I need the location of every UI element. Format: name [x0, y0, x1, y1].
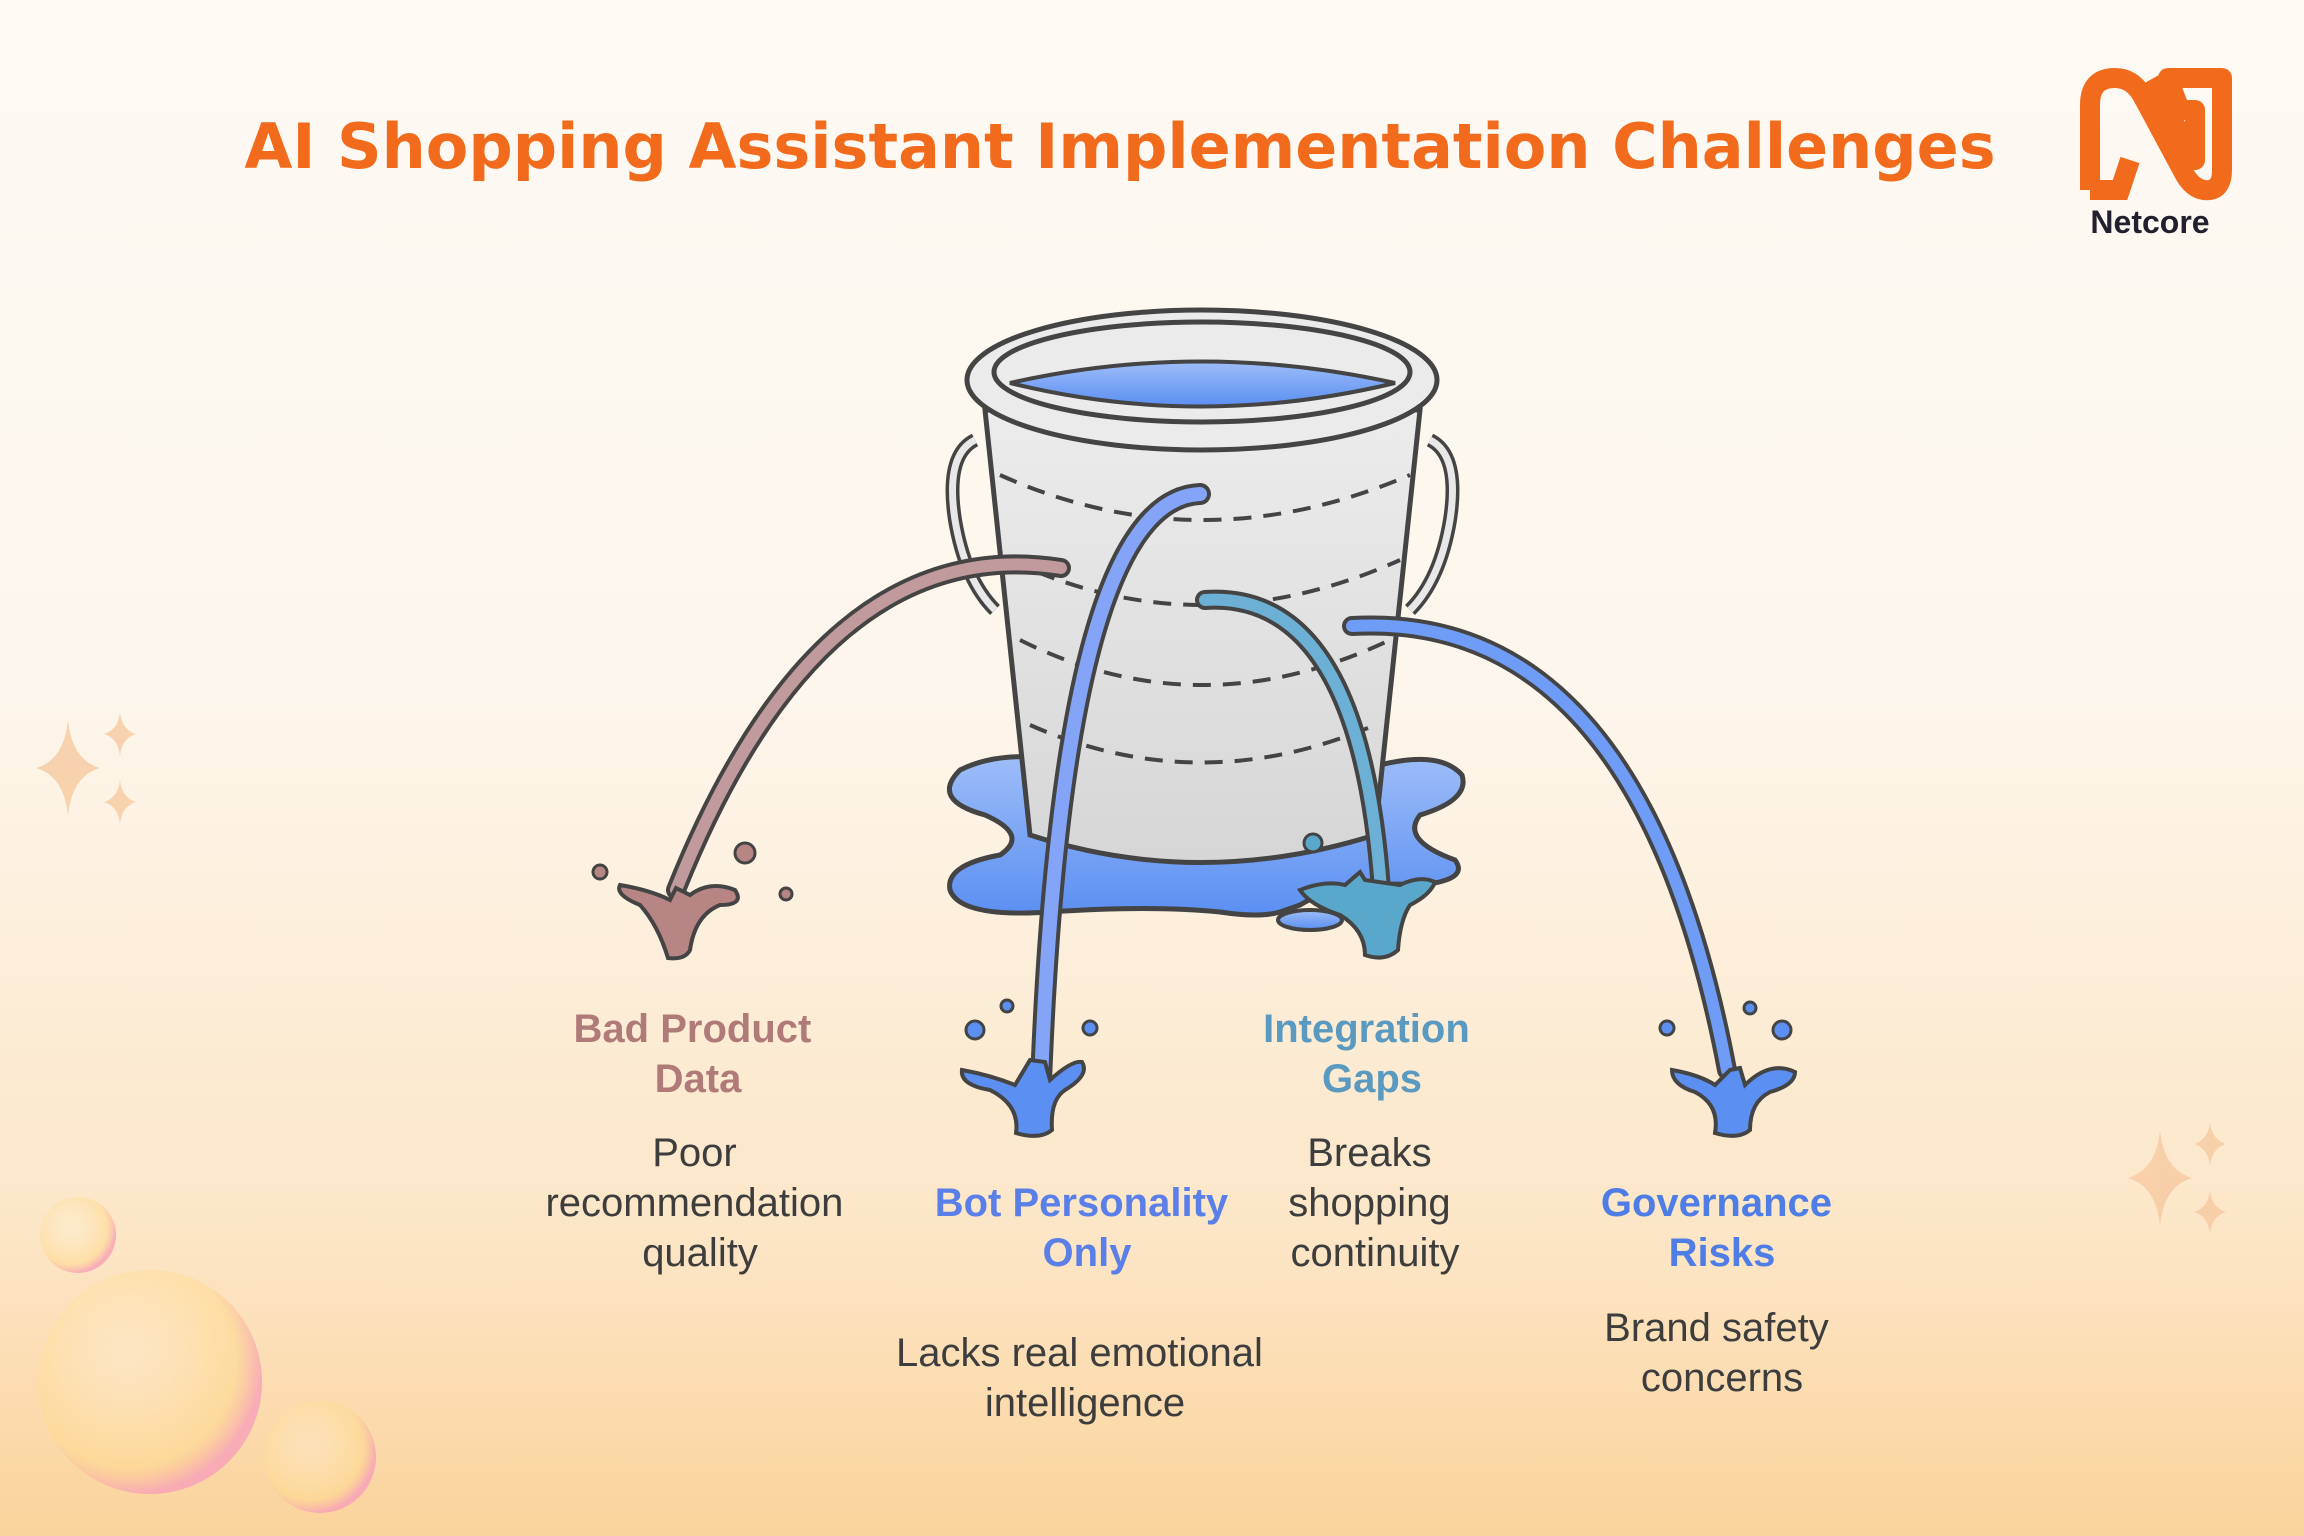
challenge-title: Integration	[1263, 1007, 1470, 1051]
svg-text:Brand safety concerns: Brand safety concerns	[1604, 1306, 1840, 1400]
stream-bad-product-data	[591, 554, 1071, 961]
challenge-title: Data	[655, 1057, 742, 1101]
svg-text:Lacks real emotional int: Lacks real emotional intelligence	[896, 1331, 1274, 1425]
netcore-logo: Netcore	[2080, 68, 2232, 240]
challenge-desc: Brand safety	[1604, 1306, 1829, 1350]
leaky-bucket	[945, 307, 1460, 865]
stream-integration-gaps	[1195, 589, 1438, 960]
svg-text:Bot Personality Only: Bot Personality Only	[935, 1181, 1240, 1275]
stream-governance-risks	[1342, 615, 1798, 1138]
sparkle-icon	[36, 712, 136, 824]
challenge-title: Bot Personality	[935, 1181, 1229, 1225]
challenge-bot-personality-only: Bot Personality Only Lacks real emotiona…	[896, 1181, 1274, 1425]
challenge-desc: concerns	[1641, 1356, 1803, 1400]
logo-text: Netcore	[2090, 204, 2209, 240]
challenge-title: Governance	[1601, 1181, 1832, 1225]
challenge-desc: intelligence	[985, 1381, 1185, 1425]
svg-text:Bad Product Data: Bad Product Data	[574, 1007, 823, 1101]
svg-text:Poor recommendation: Poor recommendation quality	[545, 1131, 854, 1275]
challenge-desc: Poor	[652, 1131, 737, 1175]
challenge-title: Bad Product	[574, 1007, 812, 1051]
challenge-bad-product-data: Bad Product Data Poor recommendation qua…	[545, 1007, 854, 1275]
svg-text:Breaks shopping co: Breaks shopping continuity	[1288, 1131, 1462, 1275]
page-title: AI Shopping Assistant Implementation Cha…	[244, 110, 1995, 183]
sparkle-icon	[2128, 1122, 2226, 1234]
challenge-desc: shopping	[1288, 1181, 1450, 1225]
svg-text:Governance Risks: Governance Risks	[1601, 1181, 1843, 1275]
challenge-desc: recommendation	[545, 1181, 843, 1225]
challenge-desc: quality	[642, 1231, 758, 1275]
challenge-title: Risks	[1669, 1231, 1776, 1275]
svg-text:Integration Gaps: Integration Gaps	[1263, 1007, 1481, 1101]
challenge-desc: Lacks real emotional	[896, 1331, 1263, 1375]
challenge-title: Only	[1043, 1231, 1133, 1275]
challenge-integration-gaps: Integration Gaps Breaks shopping continu…	[1263, 1007, 1481, 1275]
challenge-desc: Breaks	[1307, 1131, 1432, 1175]
stream-bot-personality	[959, 483, 1211, 1138]
challenge-governance-risks: Governance Risks Brand safety concerns	[1601, 1181, 1843, 1400]
challenge-desc: continuity	[1291, 1231, 1460, 1275]
challenge-title: Gaps	[1322, 1057, 1422, 1101]
bubble-decoration	[38, 1197, 376, 1513]
